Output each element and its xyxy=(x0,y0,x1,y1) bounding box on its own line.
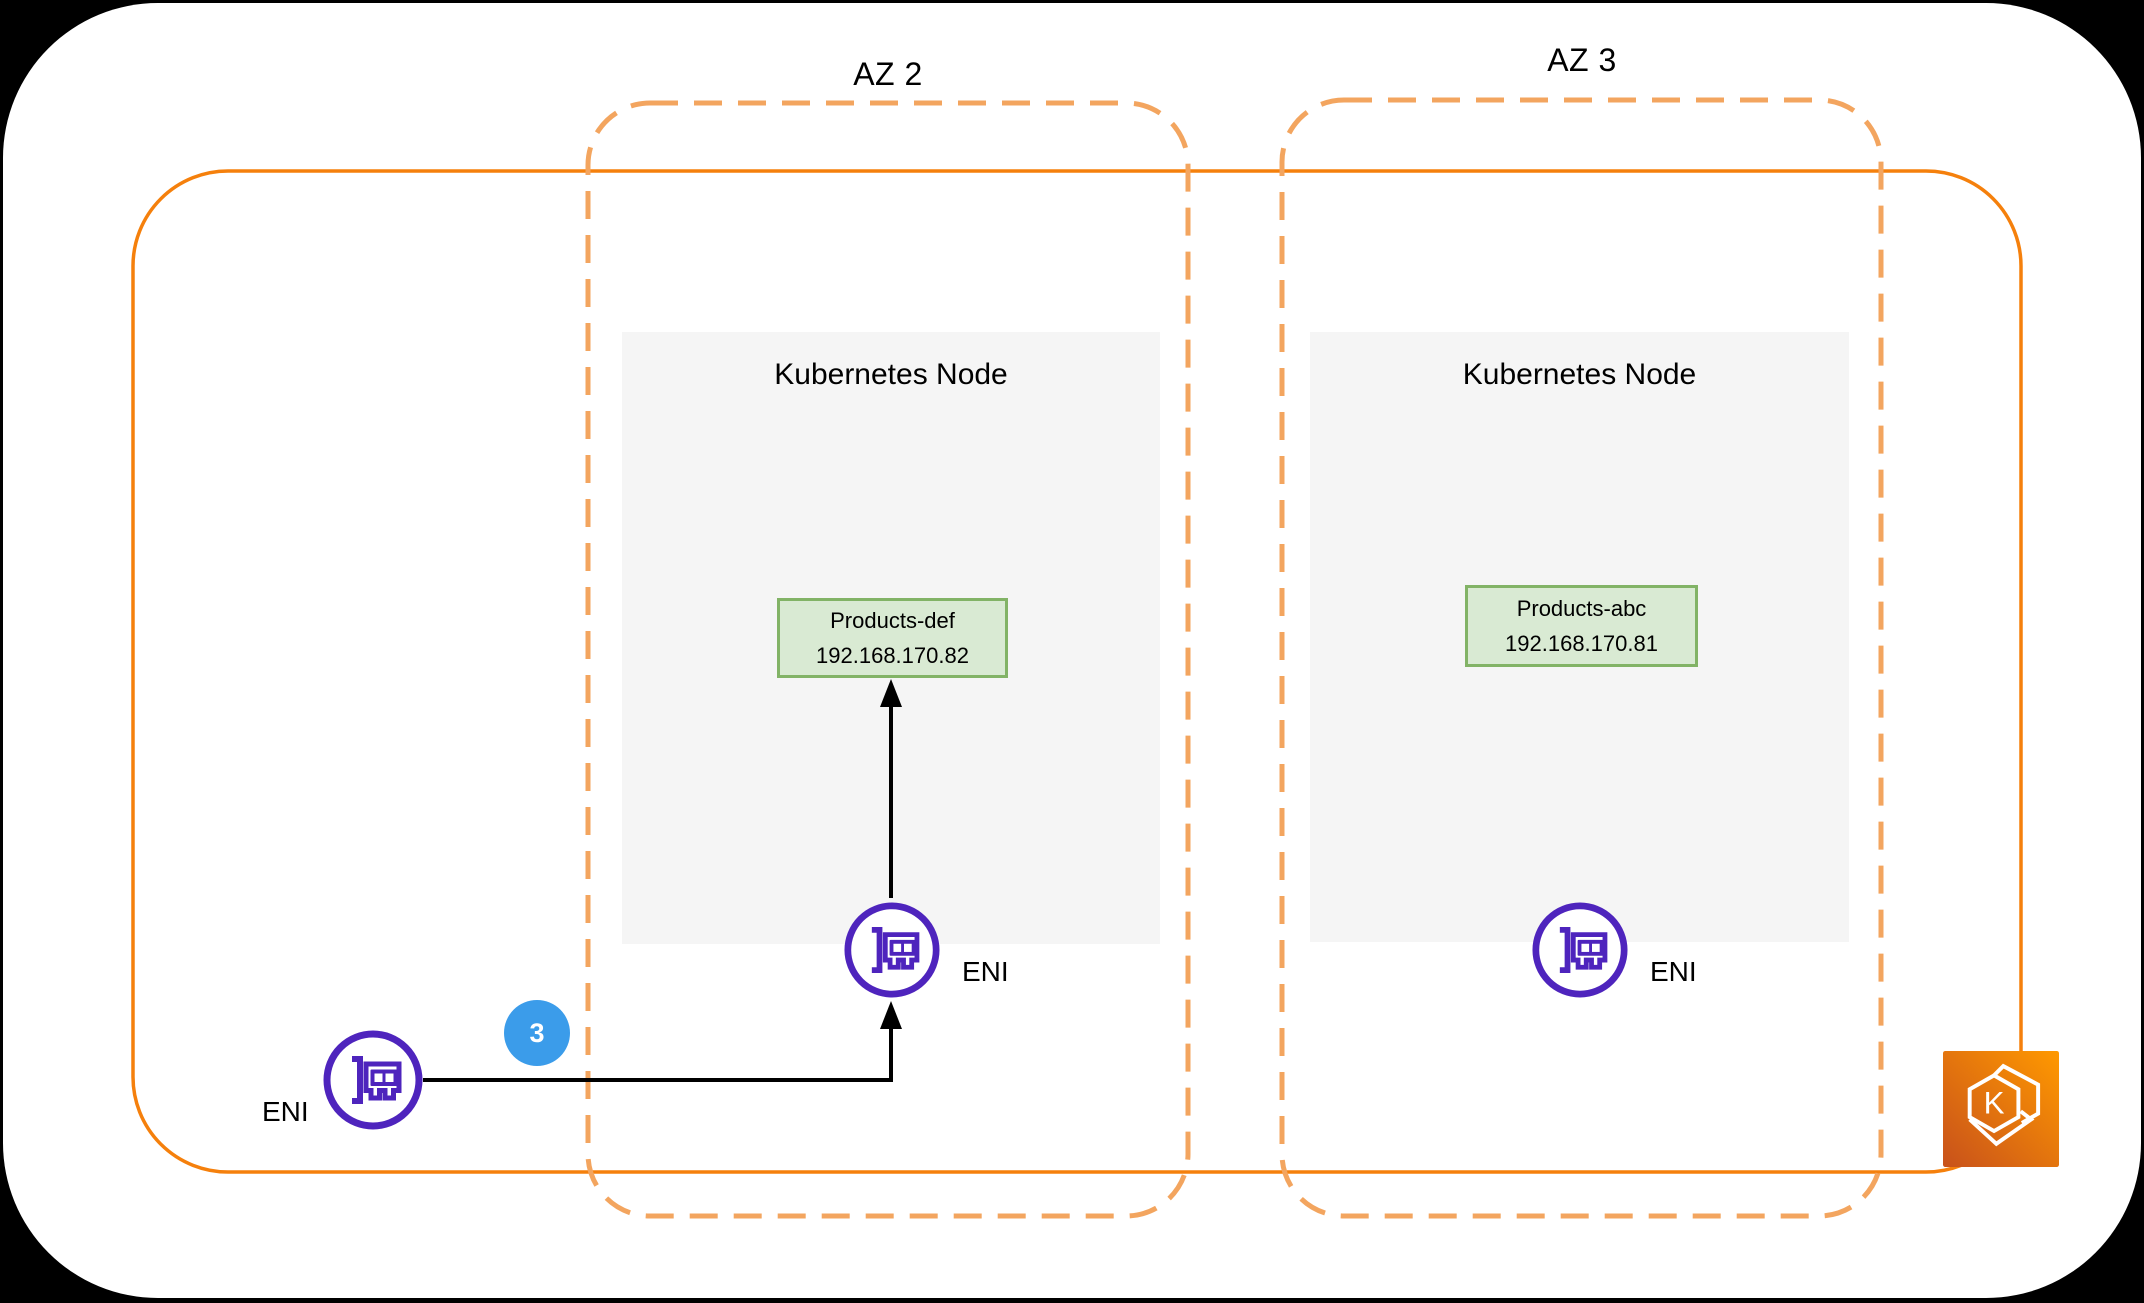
az2-label: AZ 2 xyxy=(853,56,923,92)
pod-products-def-ip: 192.168.170.82 xyxy=(816,642,969,668)
pod-products-abc: Products-abc 192.168.170.81 xyxy=(1465,585,1698,667)
eni-label-external: ENI xyxy=(262,1096,309,1127)
eni-icon xyxy=(844,902,940,998)
eks-icon: K xyxy=(1943,1051,2059,1167)
eks-cube-edge xyxy=(1992,1063,2041,1125)
eks-swoosh xyxy=(1968,1109,2035,1147)
pod-products-def: Products-def 192.168.170.82 xyxy=(777,598,1008,678)
pod-products-abc-ip: 192.168.170.81 xyxy=(1505,630,1658,656)
step-number-badge: 3 xyxy=(504,1000,570,1066)
az3-label: AZ 3 xyxy=(1547,42,1617,78)
eni-label-node-right: ENI xyxy=(1650,956,1697,987)
eni-icon xyxy=(323,1030,423,1130)
eks-hexagon xyxy=(1967,1073,2021,1134)
step-number-badge-value: 3 xyxy=(529,1017,545,1048)
eni-label-node-left: ENI xyxy=(962,956,1009,987)
eni-icon xyxy=(1532,902,1628,998)
kubernetes-node-left-title: Kubernetes Node xyxy=(774,358,1008,391)
eks-letter: K xyxy=(1984,1086,2005,1121)
pod-products-def-name: Products-def xyxy=(830,607,955,633)
kubernetes-node-right-title: Kubernetes Node xyxy=(1462,358,1697,391)
pod-products-abc-name: Products-abc xyxy=(1516,595,1647,621)
